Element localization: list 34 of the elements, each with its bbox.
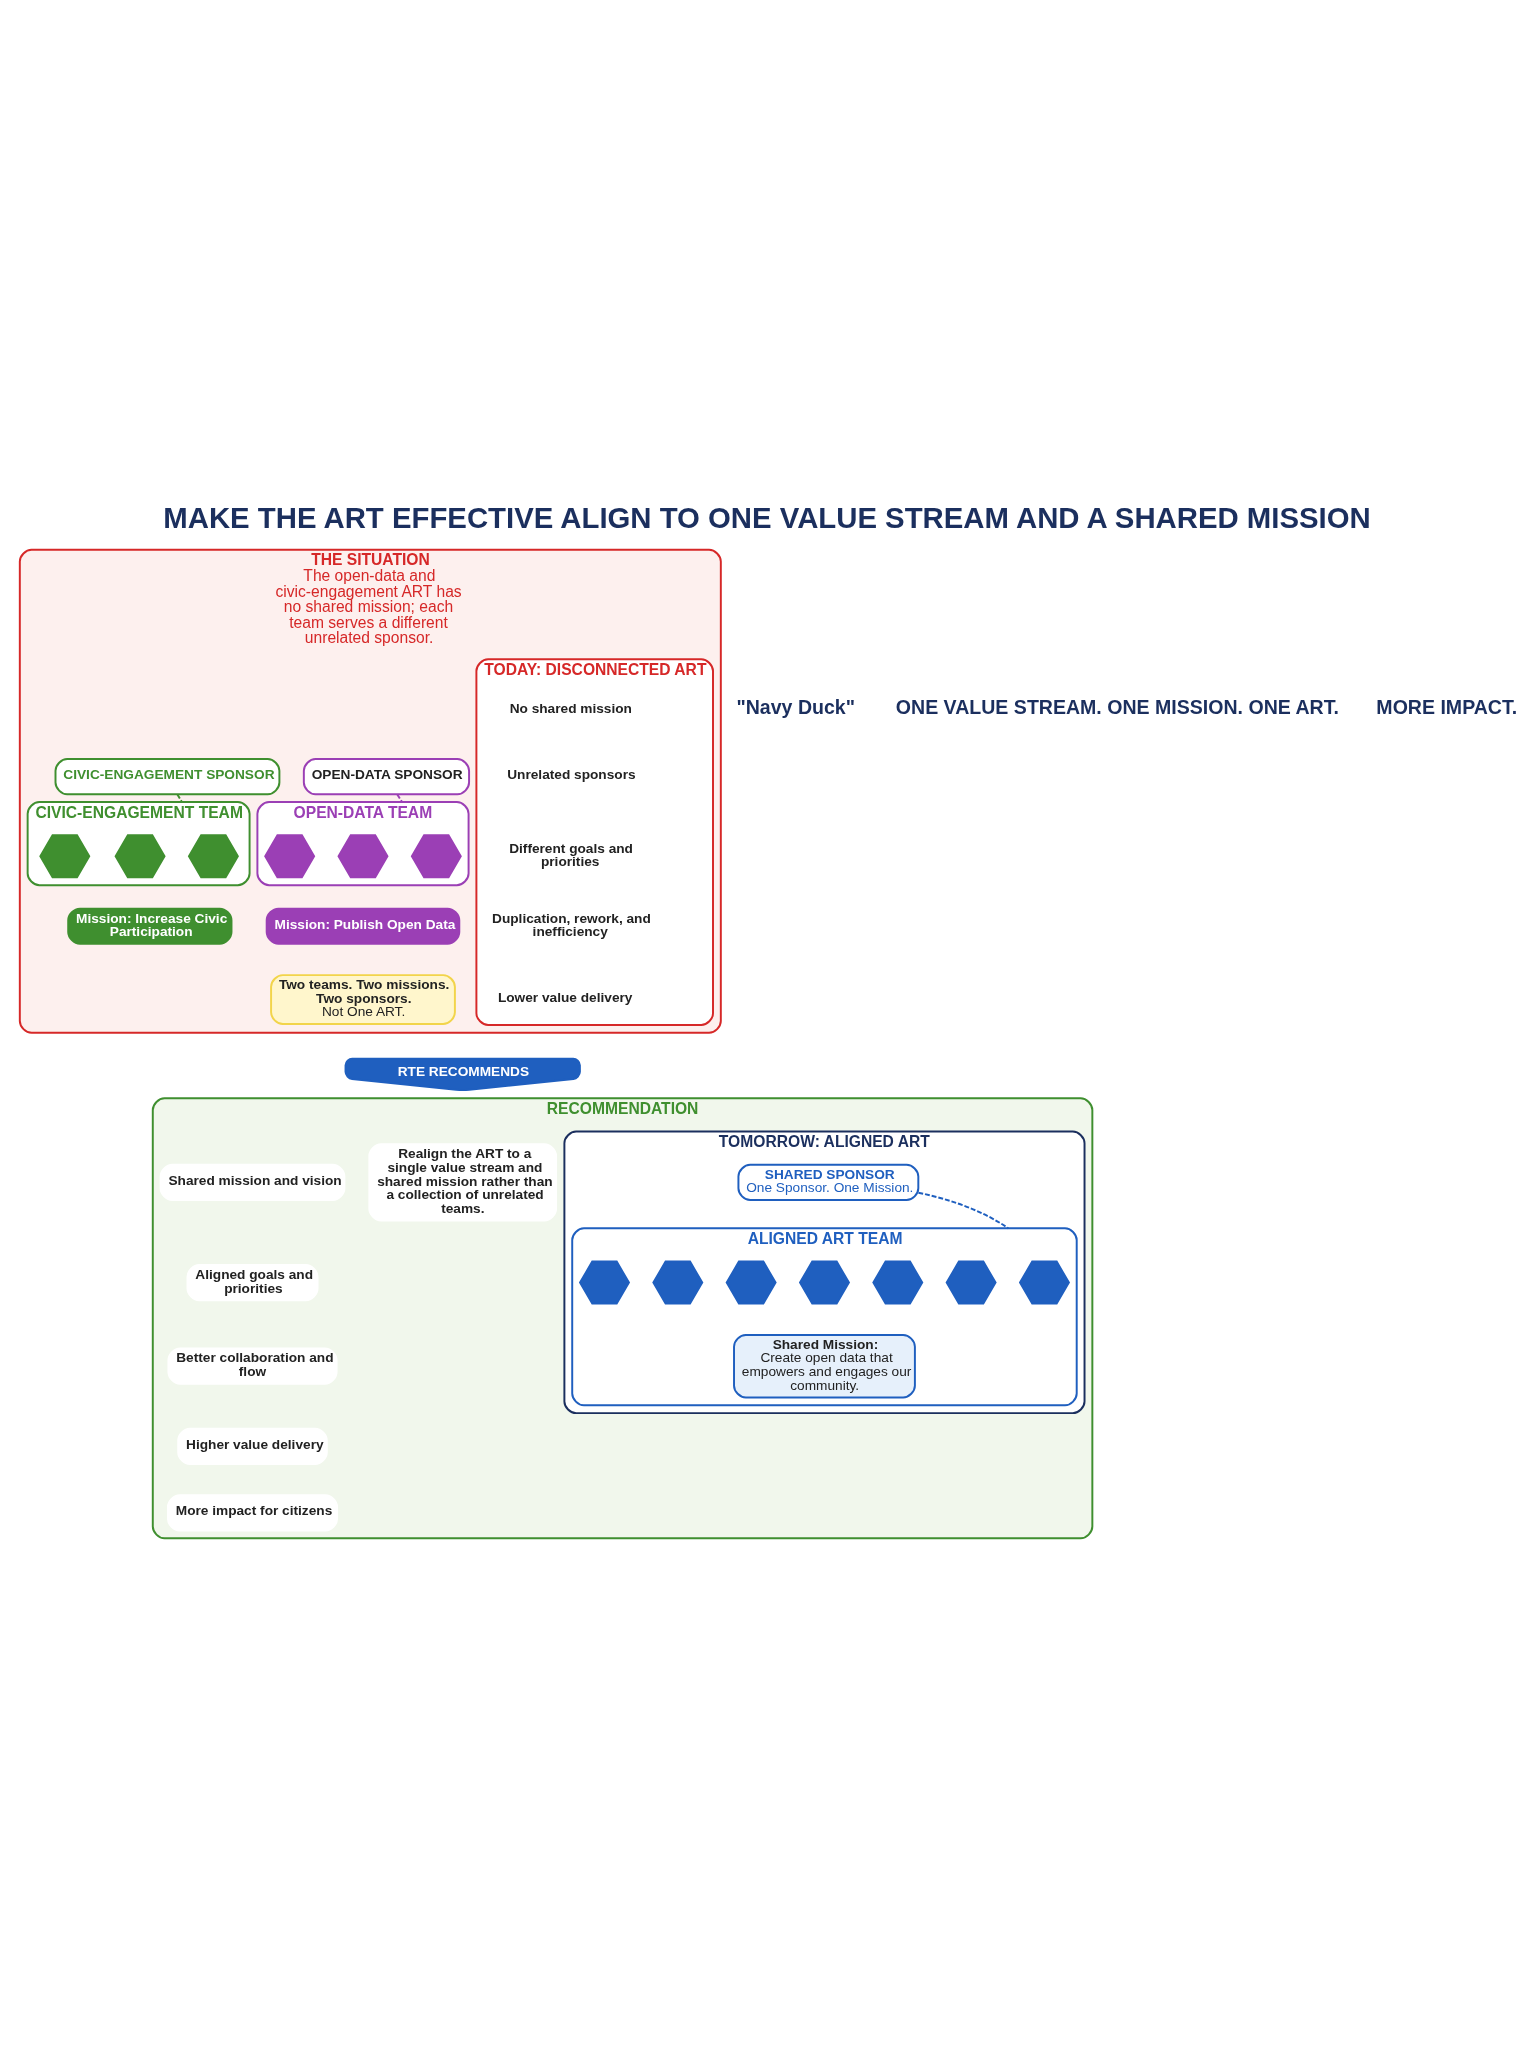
node-text: Duplication, rework, and inefficiency: [492, 910, 651, 940]
node-hexagon: [114, 834, 166, 879]
node-box: CIVIC-ENGAGEMENT SPONSOR: [54, 758, 281, 796]
label: ONE VALUE STREAM. ONE MISSION. ONE ART.: [895, 696, 1339, 719]
node-hexagon: [872, 1260, 924, 1305]
cluster: CIVIC-ENGAGEMENT TEAM: [26, 801, 251, 887]
label: MORE IMPACT.: [1376, 696, 1518, 719]
connector: [396, 793, 404, 804]
node-hexagon: [578, 1260, 631, 1305]
diagram-title: MAKE THE ART EFFECTIVE ALIGN TO ONE VALUE STREAM AND A SHARED MISSION: [163, 501, 1371, 535]
connector: [176, 793, 183, 804]
node-hexagon: [39, 834, 91, 879]
node-hexagon: [652, 1260, 704, 1305]
node-hexagon: [798, 1260, 851, 1305]
node-box: Mission: Increase Civic Participation: [67, 907, 233, 945]
node-box: OPEN-DATA SPONSOR: [302, 758, 471, 796]
node-hexagon: [187, 834, 239, 879]
connector: [917, 1191, 1010, 1230]
node-text: No shared mission: [509, 700, 632, 716]
node-box: Shared Mission: Create open data that empowers and engages our community.: [733, 1333, 916, 1399]
node-hexagon: [264, 834, 316, 879]
label: "Navy Duck": [736, 696, 855, 719]
node-box: SHARED SPONSOR One Sponsor. One Mission.: [737, 1163, 920, 1201]
node-hexagon: [945, 1260, 997, 1305]
node-box: Two teams. Two missions. Two sponsors. Not One ART.: [270, 974, 456, 1025]
node-hexagon: [337, 834, 389, 879]
node-box: Mission: Publish Open Data: [265, 907, 461, 945]
node-hexagon: [725, 1260, 777, 1305]
node-text: Different goals and priorities: [509, 840, 633, 870]
node-text: Unrelated sponsors: [507, 767, 636, 783]
node-hexagon: [1018, 1260, 1071, 1305]
node-hexagon: [410, 834, 462, 879]
cluster: OPEN-DATA TEAM: [256, 801, 470, 887]
node-text: Lower value delivery: [497, 990, 633, 1006]
